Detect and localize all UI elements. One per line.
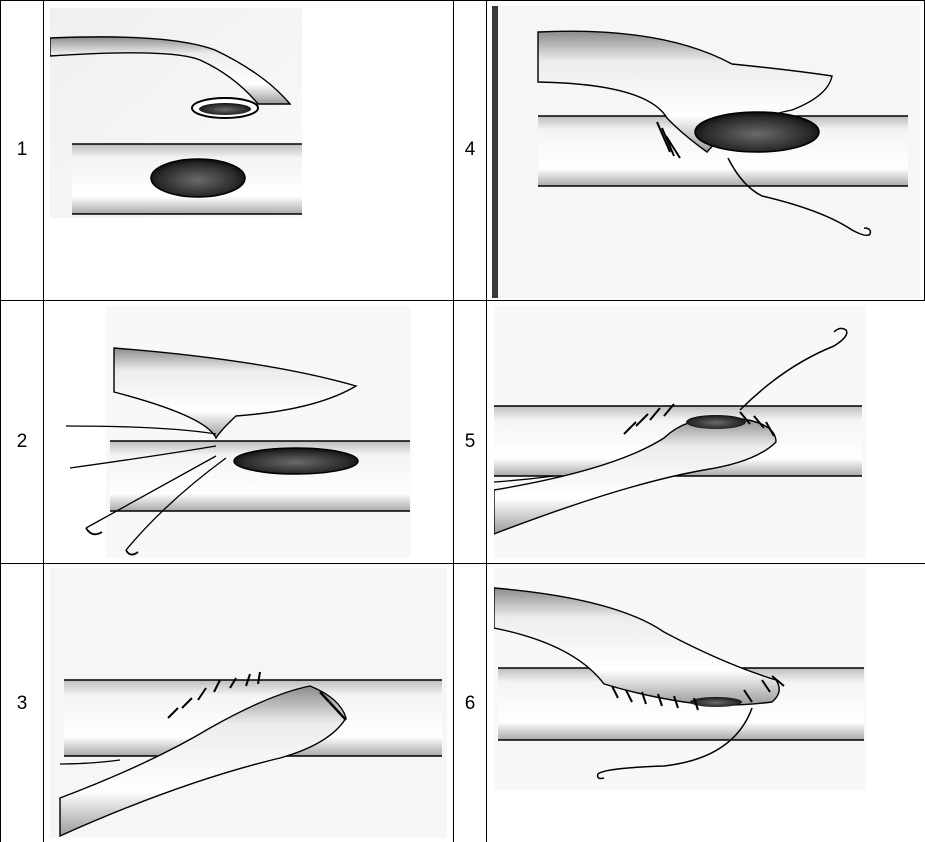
illustration-step-3	[50, 568, 447, 838]
illustration-step-4	[492, 6, 920, 298]
table-rule-top	[0, 0, 925, 1]
step-number-6: 6	[460, 694, 480, 713]
table-rule-col1	[43, 0, 44, 842]
table-rule-mid	[453, 0, 454, 842]
step-number-3: 3	[12, 694, 32, 713]
illustration-step-1	[50, 8, 302, 218]
step-number-5: 5	[460, 432, 480, 451]
table-rule-row1	[0, 300, 925, 301]
step-number-2: 2	[12, 432, 32, 451]
table-rule-row2	[0, 563, 925, 564]
table-rule-left	[0, 0, 1, 842]
step-number-4: 4	[460, 140, 480, 159]
illustration-step-6	[494, 568, 866, 790]
table-rule-col3	[486, 0, 487, 842]
illustration-step-5	[494, 306, 866, 558]
step-number-1: 1	[12, 140, 32, 159]
illustration-step-2	[66, 306, 411, 558]
